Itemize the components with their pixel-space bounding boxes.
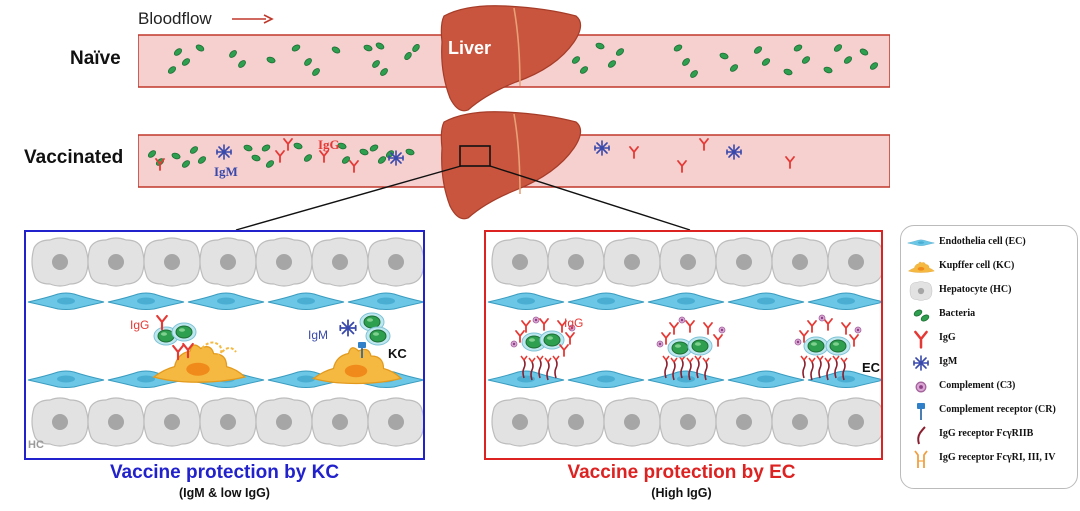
zoom-lines — [235, 145, 691, 231]
endothelial-cell-icon — [907, 239, 935, 246]
liver-naive — [440, 5, 582, 112]
legend-item: IgG receptor FcγRI, III, IV — [901, 448, 1077, 470]
complement-receptor-icon — [917, 403, 925, 420]
igg-icon — [914, 330, 928, 349]
legend-label: IgG — [939, 332, 956, 343]
kc-panel-igg-label: IgG — [130, 318, 150, 332]
liver-vaccinated — [440, 111, 582, 220]
legend: Endothelia cell (EC) Kupffer cell (KC) H… — [900, 225, 1078, 489]
ec-caption: Vaccine protection by EC — [567, 462, 796, 483]
legend-item: Kupffer cell (KC) — [901, 256, 1077, 278]
legend-label: IgM — [939, 356, 958, 367]
kc-panel-hc-label: HC — [28, 439, 44, 451]
naive-label: Naïve — [70, 48, 121, 69]
vaccinated-igm-label: IgM — [214, 164, 238, 179]
fcgr-activating-icon — [914, 450, 928, 468]
legend-item: IgG — [901, 328, 1077, 350]
liver-label: Liver — [448, 38, 492, 58]
legend-label: IgG receptor FcγRI, III, IV — [939, 452, 1056, 463]
bloodflow-arrow-icon — [232, 14, 274, 24]
igm-icon — [913, 355, 929, 371]
vaccinated-igg-label: IgG — [318, 137, 340, 152]
legend-item: Complement receptor (CR) — [901, 400, 1077, 422]
kupffer-cell-icon — [908, 261, 935, 273]
kc-subcaption: (IgM & low IgG) — [179, 486, 270, 500]
hepatocyte-icon — [909, 281, 933, 301]
legend-label: IgG receptor FcγRIIB — [939, 428, 1034, 439]
legend-label: Kupffer cell (KC) — [939, 260, 1015, 271]
legend-label: Endothelia cell (EC) — [939, 236, 1026, 247]
ec-panel-ec-label: EC — [862, 360, 881, 375]
legend-item: Endothelia cell (EC) — [901, 232, 1077, 254]
legend-label: Complement (C3) — [939, 380, 1016, 391]
kc-panel-kc-label: KC — [388, 346, 407, 361]
legend-label: Complement receptor (CR) — [939, 404, 1056, 415]
legend-item: Bacteria — [901, 304, 1077, 326]
legend-label: Hepatocyte (HC) — [939, 284, 1012, 295]
kc-panel: IgG IgM KC HC — [24, 230, 425, 460]
legend-item: IgG receptor FcγRIIB — [901, 424, 1077, 446]
ec-panel-igg-label: IgG — [564, 316, 584, 330]
legend-item: Complement (C3) — [901, 376, 1077, 398]
ec-panel-art — [487, 237, 881, 447]
vaccinated-label: Vaccinated — [24, 147, 124, 168]
legend-label: Bacteria — [939, 308, 976, 319]
fcgriib-icon — [917, 426, 926, 445]
kc-caption: Vaccine protection by KC — [109, 462, 340, 483]
ec-subcaption: (High IgG) — [651, 486, 712, 500]
legend-item: IgM — [901, 352, 1077, 374]
legend-item: Hepatocyte (HC) — [901, 280, 1077, 302]
kc-panel-igm-label: IgM — [308, 328, 329, 342]
complement-icon — [915, 381, 927, 393]
kc-panel-art — [27, 237, 423, 447]
bloodflow-label: Bloodflow — [138, 9, 212, 28]
bacteria-icon — [912, 308, 931, 323]
ec-panel: IgG EC — [484, 230, 883, 460]
